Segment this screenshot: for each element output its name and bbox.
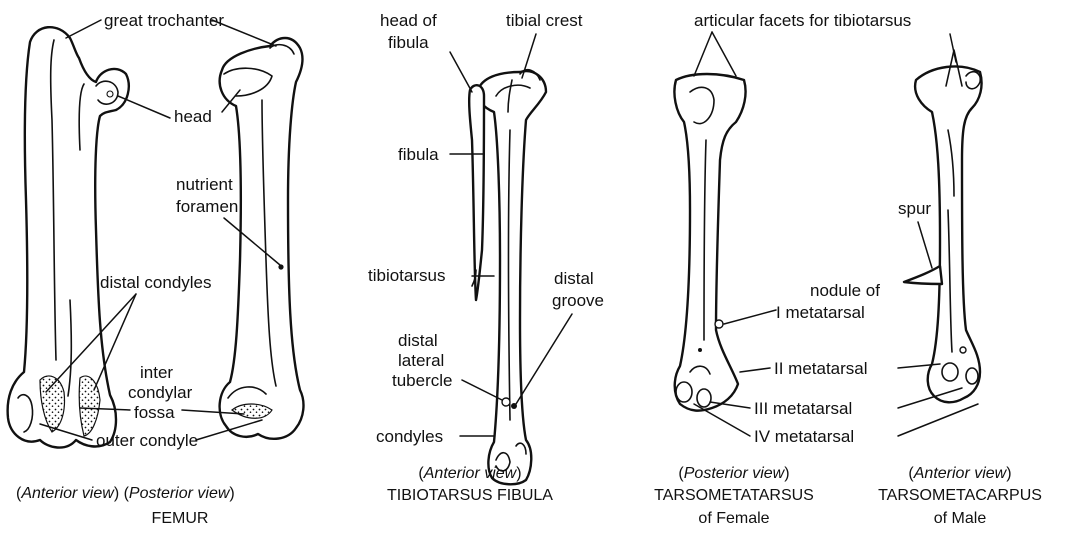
leader-articular-1 bbox=[694, 32, 712, 76]
femur-anterior-bone bbox=[8, 27, 129, 447]
femur-caption-views: (Anterior view) (Posterior view) bbox=[16, 485, 235, 502]
label-great-trochanter: great trochanter bbox=[104, 11, 224, 30]
tarsometacarpus-caption: (Anterior view) TARSOMETACARPUS of Male bbox=[878, 465, 1042, 527]
femur-caption: (Anterior view) (Posterior view) FEMUR bbox=[16, 485, 235, 527]
label-nodule-2: I metatarsal bbox=[776, 303, 865, 322]
label-distal-lateral-tubercle-3: tubercle bbox=[392, 371, 452, 390]
tibio-caption-view: (Anterior view) bbox=[418, 465, 521, 482]
label-head-of-fibula-1: head of bbox=[380, 11, 437, 30]
label-articular-facets: articular facets for tibiotarsus bbox=[694, 11, 911, 30]
tmt-caption-name: TARSOMETATARSUS bbox=[654, 487, 814, 504]
tmc-caption-name: TARSOMETACARPUS bbox=[878, 487, 1042, 504]
tibiotarsus-fibula-bone bbox=[469, 70, 546, 485]
label-nutrient-2: foramen bbox=[176, 197, 238, 216]
leader-metatarsal-4-left bbox=[694, 404, 750, 436]
tmt-caption-view: (Posterior view) bbox=[678, 465, 789, 482]
tarsometacarpus-male-bone bbox=[904, 50, 982, 402]
leader-articular-2 bbox=[712, 32, 736, 76]
label-outer-condyle: outer condyle bbox=[96, 431, 198, 450]
label-metatarsal-3: III metatarsal bbox=[754, 399, 852, 418]
tmt-caption-sub: of Female bbox=[698, 510, 769, 527]
femur-posterior-bone bbox=[220, 38, 304, 439]
tmc-view: Anterior view bbox=[913, 465, 1008, 482]
leader-great-trochanter-2 bbox=[212, 20, 276, 46]
tarsometatarsus-female-bone bbox=[674, 74, 745, 411]
label-distal-groove-2: groove bbox=[552, 291, 604, 310]
label-distal-condyles: distal condyles bbox=[100, 273, 212, 292]
leader-distal-groove bbox=[516, 314, 572, 404]
label-spur: spur bbox=[898, 199, 931, 218]
leader-metatarsal-2-left bbox=[740, 368, 770, 372]
tibiotarsus-labels: head of fibula tibial crest fibula tibio… bbox=[368, 11, 604, 446]
label-nutrient-1: nutrient bbox=[176, 175, 233, 194]
label-nodule-1: nodule of bbox=[810, 281, 880, 300]
label-inter-3: fossa bbox=[134, 403, 175, 422]
tibio-caption-name: TIBIOTARSUS FIBULA bbox=[387, 487, 553, 504]
tmc-caption-view: (Anterior view) bbox=[908, 465, 1011, 482]
label-head-of-fibula-2: fibula bbox=[388, 33, 429, 52]
tibio-view: Anterior view bbox=[423, 465, 518, 482]
label-inter-1: inter bbox=[140, 363, 173, 382]
label-fibula: fibula bbox=[398, 145, 439, 164]
leader-head-of-fibula bbox=[450, 52, 472, 92]
femur-caption-name: FEMUR bbox=[152, 510, 209, 527]
label-metatarsal-2: II metatarsal bbox=[774, 359, 868, 378]
label-tibial-crest: tibial crest bbox=[506, 11, 583, 30]
label-distal-lateral-tubercle-2: lateral bbox=[398, 351, 444, 370]
tarsometatarsus-caption: (Posterior view) TARSOMETATARSUS of Fema… bbox=[654, 465, 814, 527]
label-head: head bbox=[174, 107, 212, 126]
label-condyles: condyles bbox=[376, 427, 443, 446]
leader-nodule bbox=[724, 310, 776, 324]
femur-view-anterior: Anterior view bbox=[20, 485, 115, 502]
label-metatarsal-4: IV metatarsal bbox=[754, 427, 854, 446]
leader-distal-lateral-tubercle bbox=[462, 380, 502, 400]
label-distal-lateral-tubercle-1: distal bbox=[398, 331, 438, 350]
leader-head-1 bbox=[118, 96, 170, 118]
tmt-view: Posterior view bbox=[684, 465, 786, 482]
leader-spur bbox=[918, 222, 932, 268]
leader-metatarsal-4-right bbox=[898, 404, 978, 436]
tmc-caption-sub: of Male bbox=[934, 510, 987, 527]
label-distal-groove-1: distal bbox=[554, 269, 594, 288]
label-tibiotarsus: tibiotarsus bbox=[368, 266, 445, 285]
label-inter-2: condylar bbox=[128, 383, 193, 402]
leader-great-trochanter-1 bbox=[66, 20, 101, 38]
femur-view-posterior: Posterior view bbox=[129, 485, 231, 502]
